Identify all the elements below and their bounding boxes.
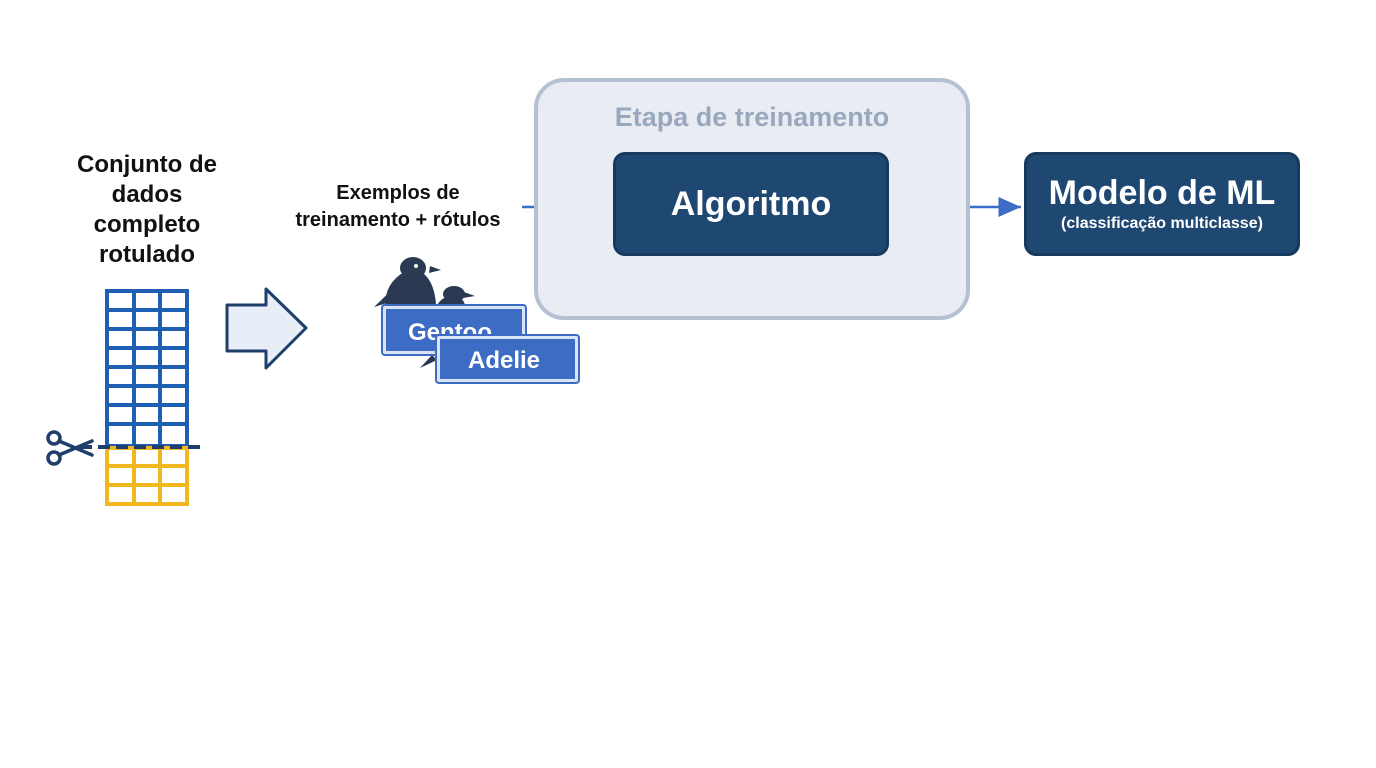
examples-title: Exemplos de treinamento + rótulos bbox=[295, 182, 501, 231]
dataset-title: Conjunto de dados completo rotulado bbox=[77, 151, 217, 268]
algorithm-node: Algoritmo bbox=[613, 152, 889, 256]
penguin-icon bbox=[374, 257, 475, 368]
model-subtitle: (classificação multiclasse) bbox=[1061, 215, 1263, 232]
dataset-table-train bbox=[105, 289, 189, 448]
algorithm-label: Algoritmo bbox=[670, 184, 832, 223]
dataset-table-test bbox=[105, 446, 189, 506]
training-stage-title: Etapa de treinamento bbox=[614, 102, 890, 132]
model-title: Modelo de ML bbox=[1048, 174, 1276, 212]
label-adelie-text: Adelie bbox=[468, 347, 541, 374]
label-card-adelie: Adelie bbox=[437, 336, 578, 382]
flow-arrow-icon bbox=[225, 287, 308, 370]
model-node: Modelo de ML (classificação multiclasse) bbox=[1024, 152, 1300, 256]
scissors-icon bbox=[46, 430, 94, 466]
